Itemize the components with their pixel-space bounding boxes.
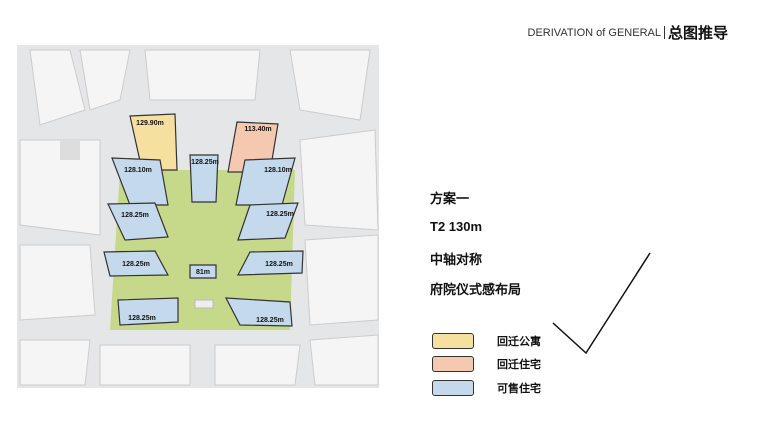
site-plan-3d: 129.90m 113.40m 128.25m 128.10m 128.10m … <box>17 45 379 388</box>
label-r4: 128.25m <box>256 317 284 324</box>
plan-axis: 中轴对称 <box>430 252 483 267</box>
label-r2: 128.25m <box>266 211 294 218</box>
legend-swatch <box>432 356 474 372</box>
legend-swatch <box>432 380 474 396</box>
plan-title: 方案一 <box>430 191 470 206</box>
legend-label: 回迁住宅 <box>497 359 541 371</box>
legend-swatch <box>432 333 474 349</box>
label-orange: 113.40m <box>244 126 271 133</box>
courtyard <box>60 140 80 160</box>
label-l4: 128.25m <box>128 315 156 322</box>
legend-item: 可售住宅 <box>432 380 541 396</box>
legend-item: 回迁住宅 <box>432 356 541 372</box>
legend-label: 可售住宅 <box>497 383 541 395</box>
header-en: DERIVATION of GENERAL <box>527 26 661 39</box>
towers <box>103 113 304 327</box>
label-center: 81m <box>196 269 210 276</box>
label-l2: 128.25m <box>121 212 149 219</box>
plan-layout: 府院仪式感布局 <box>430 282 522 297</box>
legend-item: 回迁公寓 <box>432 333 541 349</box>
label-r3: 128.25m <box>265 261 293 268</box>
label-center-top: 128.25m <box>191 159 219 166</box>
header-divider <box>663 26 665 39</box>
label-l1: 128.10m <box>124 167 152 174</box>
header: DERIVATION of GENERAL 总图推导 <box>528 22 728 43</box>
label-yellow: 129.90m <box>136 120 164 127</box>
label-l3: 128.25m <box>122 261 150 268</box>
legend-label: 回迁公寓 <box>497 336 541 348</box>
plan-height: T2 130m <box>430 219 483 234</box>
header-cn: 总图推导 <box>667 25 728 42</box>
label-r1: 128.10m <box>264 167 292 174</box>
context-buildings <box>19 49 379 386</box>
